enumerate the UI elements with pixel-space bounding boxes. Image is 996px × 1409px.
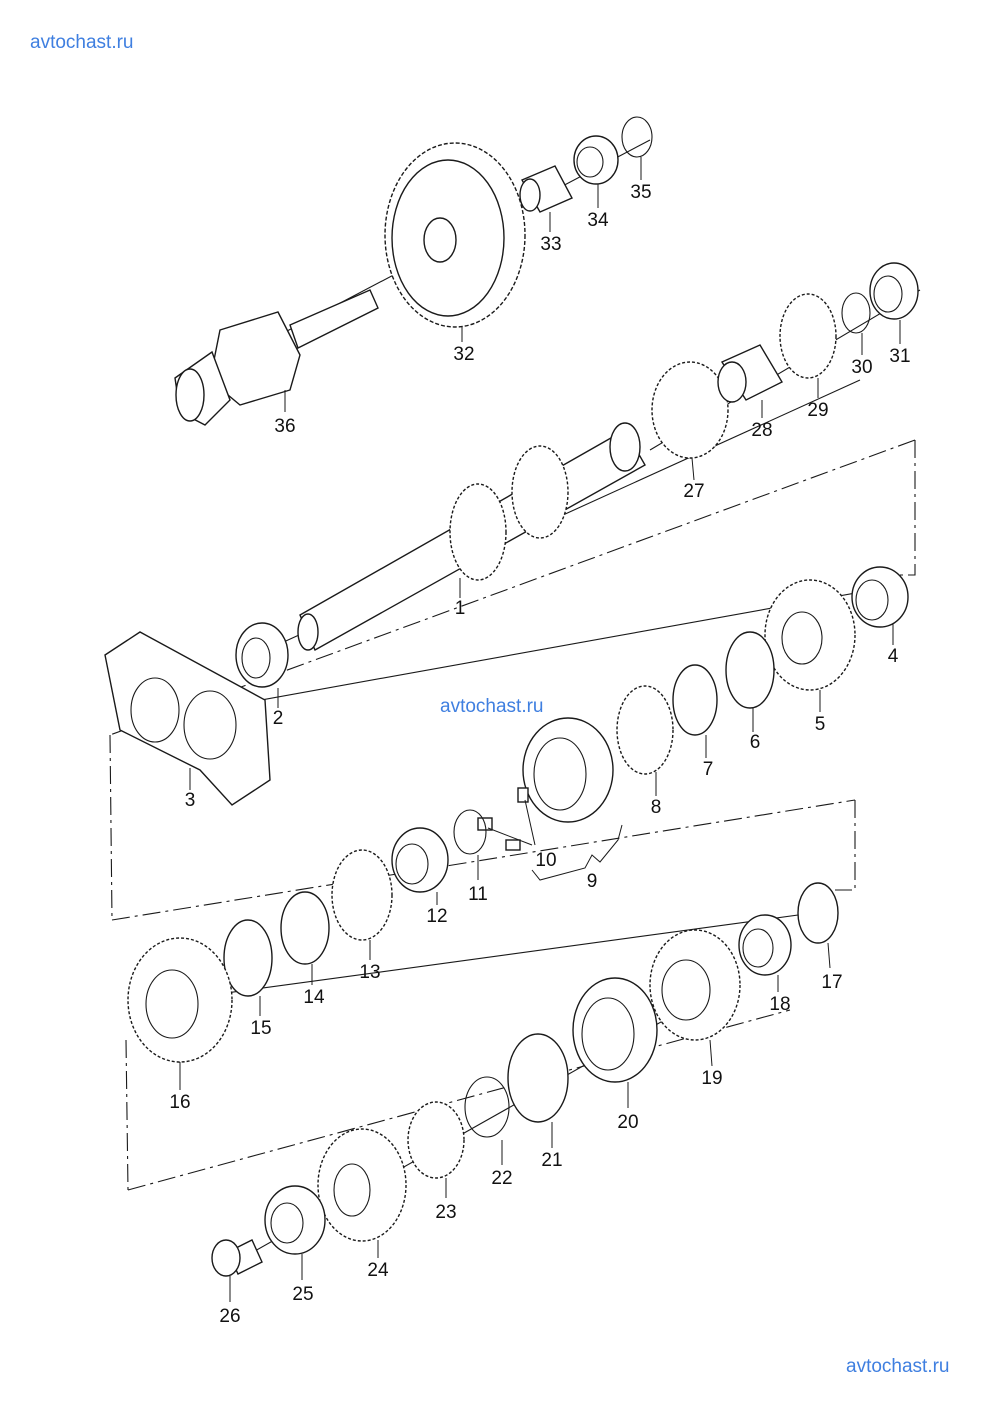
callout-1: 1: [455, 598, 466, 619]
callout-27: 27: [683, 481, 704, 502]
watermark-center: avtochast.ru: [440, 696, 544, 717]
callout-28: 28: [751, 420, 772, 441]
assembly-boundary-diagonal-3: [127, 1009, 791, 1191]
callout-23: 23: [435, 1202, 456, 1223]
part-9-synchro-hub: [522, 717, 614, 823]
part-34-bearing: [573, 135, 619, 185]
part-5-gear: [764, 579, 856, 691]
callout-13: 13: [359, 962, 380, 983]
callout-22: 22: [491, 1168, 512, 1189]
watermark-bottom-right: avtochast.ru: [846, 1356, 950, 1377]
part-25-ball-bearing: [264, 1185, 326, 1255]
part-27-gear: [651, 361, 729, 459]
part-17-washer: [797, 882, 839, 944]
callout-30: 30: [851, 357, 872, 378]
callout-24: 24: [367, 1260, 389, 1281]
part-1-main-shaft: [297, 422, 646, 651]
callout-2: 2: [273, 708, 284, 729]
leader-lines: [179, 157, 901, 1302]
callout-4: 4: [888, 646, 899, 667]
callout-25: 25: [292, 1284, 313, 1305]
part-23-synchro-hub: [407, 1101, 465, 1179]
callout-31: 31: [889, 346, 910, 367]
part-21-synchro-ring: [507, 1033, 569, 1123]
axis-row-5: [174, 911, 821, 1001]
part-36-pinion-shaft: [174, 289, 379, 426]
assembly-boundary-left-1: [109, 734, 113, 921]
part-11-circlip: [453, 809, 487, 855]
part-14-ring: [280, 891, 330, 965]
part-33-sleeve: [519, 165, 573, 213]
part-2-roller-bearing: [235, 622, 289, 688]
callout-7: 7: [703, 759, 714, 780]
assembly-boundary-upper: [895, 440, 916, 576]
part-24-gear: [317, 1128, 407, 1242]
callout-20: 20: [617, 1112, 638, 1133]
callout-32: 32: [453, 344, 474, 365]
part-13-synchro-ring: [331, 849, 393, 941]
part-6-synchro-ring: [725, 631, 775, 709]
callout-36: 36: [274, 416, 295, 437]
part-16-gear: [127, 937, 233, 1063]
part-30-circlip: [841, 292, 871, 334]
part-35-circlip: [621, 116, 653, 158]
part-29-gear: [779, 293, 837, 379]
part-10-pressure-pieces: [477, 787, 529, 851]
assembly-boundary-diagonal-1: [109, 439, 916, 736]
callout-33: 33: [540, 234, 561, 255]
callout-12: 12: [426, 906, 447, 927]
part-26-bolt: [211, 1239, 263, 1277]
part-28-sleeve: [717, 344, 783, 403]
assembly-boundary-diagonal-2: [111, 799, 856, 921]
part-31-bearing: [869, 262, 919, 320]
part-32-large-gear: [384, 142, 526, 328]
part-20-sliding-sleeve: [572, 977, 658, 1083]
callout-21: 21: [541, 1150, 562, 1171]
callout-10: 10: [535, 850, 556, 871]
part-22-circlip: [464, 1076, 510, 1138]
callout-34: 34: [587, 210, 609, 231]
callout-16: 16: [169, 1092, 190, 1113]
part-12-needle-bearing: [391, 827, 449, 893]
watermark-top-left: avtochast.ru: [30, 32, 134, 53]
callout-29: 29: [807, 400, 828, 421]
callout-8: 8: [651, 797, 662, 818]
part-19-gear: [649, 929, 741, 1041]
callout-5: 5: [815, 714, 826, 735]
callout-19: 19: [701, 1068, 722, 1089]
callout-11: 11: [468, 884, 488, 905]
part-8-synchro-ring: [616, 685, 674, 775]
callout-numbers: 1 2 3 4 5 6 7 8 9 10 11 12 13 14 15 16 1…: [169, 182, 910, 1327]
assembly-boundary-left-2: [125, 1039, 129, 1191]
callout-15: 15: [250, 1018, 271, 1039]
part-3-bearing-plate: [104, 631, 271, 806]
callout-18: 18: [769, 994, 790, 1015]
assembly-boundary-right-2: [835, 800, 856, 891]
callout-17: 17: [821, 972, 842, 993]
callout-3: 3: [185, 790, 196, 811]
part-15-synchro-ring: [223, 919, 273, 997]
part-7-ring: [672, 664, 718, 736]
part-18-needle-bearing: [738, 914, 792, 976]
callout-9: 9: [587, 871, 598, 892]
part-4-needle-bearing: [851, 566, 909, 628]
callout-14: 14: [303, 987, 325, 1008]
callout-35: 35: [630, 182, 651, 203]
callout-26: 26: [219, 1306, 240, 1327]
callout-6: 6: [750, 732, 761, 753]
